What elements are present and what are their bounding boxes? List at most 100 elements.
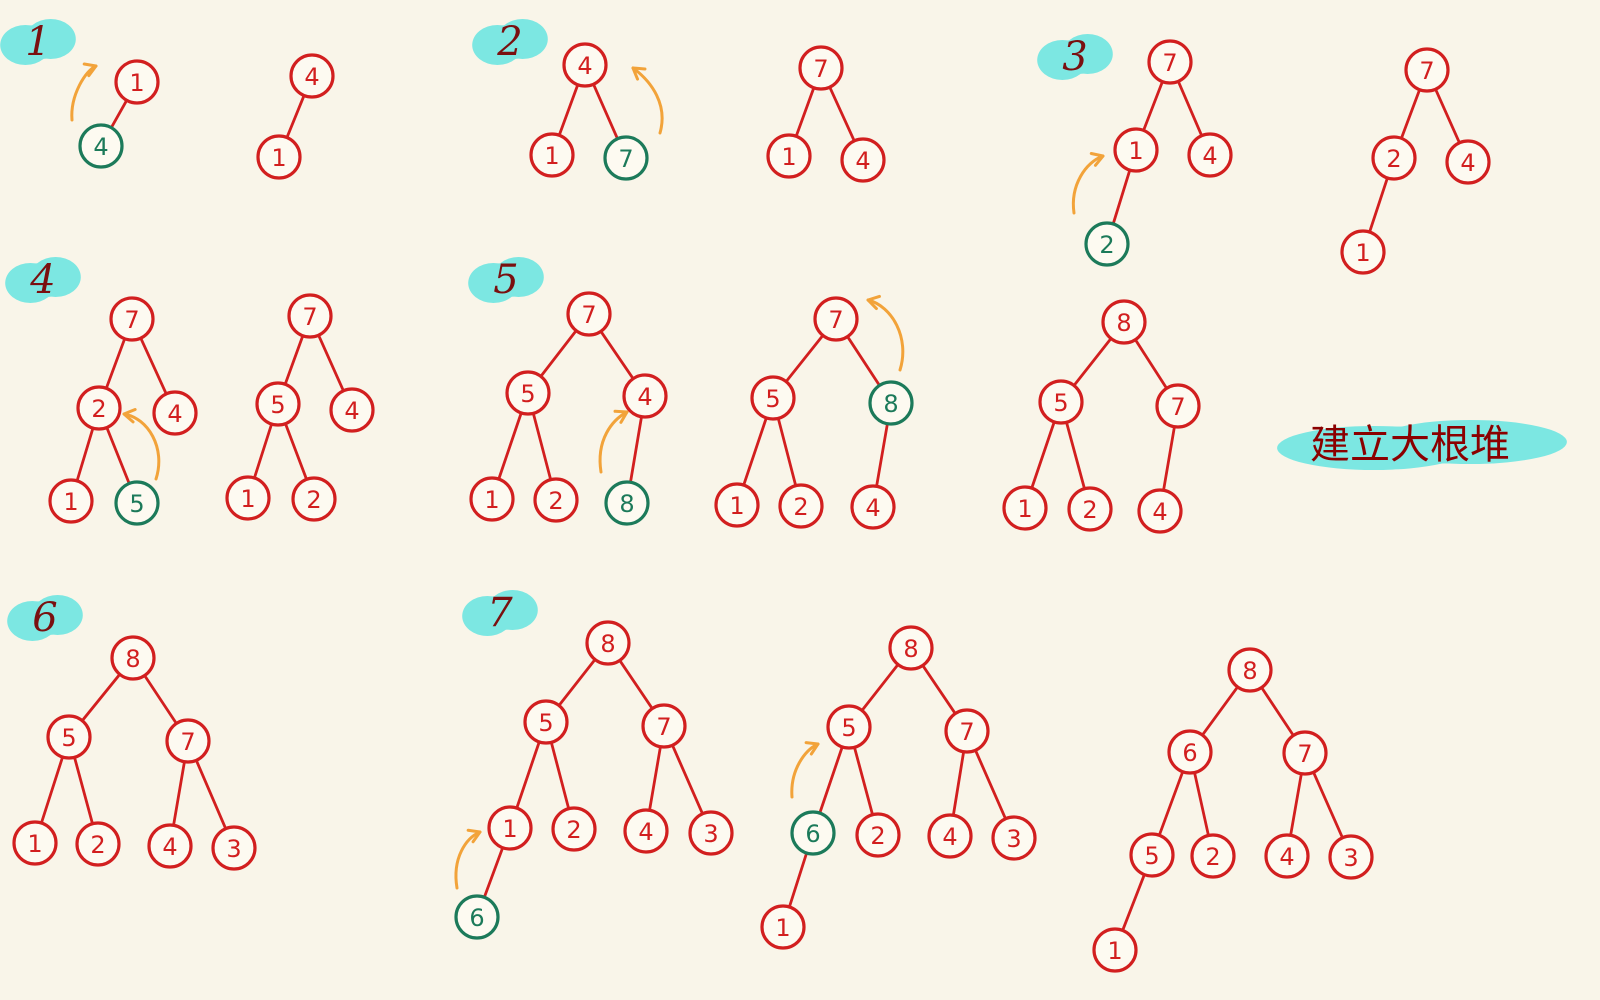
heap-node: 8: [1101, 299, 1147, 345]
svg-text:5: 5: [61, 724, 76, 752]
svg-text:1: 1: [1107, 937, 1122, 965]
tree-edge: [776, 416, 798, 488]
heap-node: 1: [714, 482, 760, 528]
svg-text:4: 4: [942, 823, 957, 851]
svg-text:5: 5: [129, 490, 144, 518]
svg-text:7: 7: [1170, 393, 1185, 421]
step-1-highlight: [0, 19, 76, 65]
heap-node: 1: [766, 133, 812, 179]
heap-node: 2: [76, 385, 122, 431]
svg-text:5: 5: [520, 380, 535, 408]
step-4-label: 4: [29, 257, 55, 303]
tree-edge: [105, 426, 131, 485]
tree-edge: [951, 750, 966, 817]
inserted-heap-node: 6: [790, 810, 836, 856]
tree-edge: [1121, 873, 1146, 932]
heap-node: 4: [927, 813, 973, 859]
tree-edge: [1434, 87, 1461, 145]
heap-node: 4: [289, 53, 335, 99]
arrow-layer: [70, 62, 1105, 890]
heap-node: 3: [1328, 834, 1374, 880]
inserted-heap-node: 8: [604, 480, 650, 526]
heap-node: 7: [109, 296, 155, 342]
svg-text:8: 8: [125, 645, 140, 673]
svg-text:3: 3: [1343, 844, 1358, 872]
heap-node: 4: [1445, 139, 1491, 185]
tree-edge: [860, 663, 900, 712]
svg-text:7: 7: [302, 303, 317, 331]
tree-edge: [828, 85, 856, 143]
svg-text:7: 7: [618, 145, 633, 173]
tree-edge: [252, 422, 274, 480]
svg-text:8: 8: [600, 630, 615, 658]
tree-edge: [875, 422, 889, 488]
tree-edge: [1111, 168, 1132, 226]
heap-node: 5: [826, 704, 872, 750]
inserted-heap-node: 8: [868, 380, 914, 426]
tree-edge: [284, 422, 308, 481]
tree-edge: [194, 758, 228, 831]
tree-edge: [794, 86, 816, 138]
svg-text:7: 7: [180, 728, 195, 756]
svg-text:4: 4: [855, 147, 870, 175]
tree-edge: [75, 426, 95, 483]
heap-node: 4: [840, 137, 886, 183]
inserted-heap-node: 5: [114, 480, 160, 526]
svg-text:7: 7: [959, 718, 974, 746]
tree-edge: [1176, 79, 1204, 138]
heap-node: 2: [1371, 135, 1417, 181]
svg-text:1: 1: [1017, 495, 1032, 523]
svg-text:4: 4: [1279, 843, 1294, 871]
tree-edge: [618, 659, 654, 710]
step-6-highlight: [7, 595, 83, 641]
tree-edge: [671, 743, 704, 816]
tree-edge: [974, 748, 1007, 821]
tree-edge: [557, 658, 597, 707]
heap-node: 2: [1067, 486, 1113, 532]
svg-text:1: 1: [729, 492, 744, 520]
inserted-heap-node: 6: [454, 894, 500, 940]
heap-node: 4: [850, 484, 896, 530]
heap-node: 8: [1227, 647, 1273, 693]
tree-edge: [648, 745, 662, 812]
heap-node: 7: [944, 708, 990, 754]
svg-text:1: 1: [1355, 239, 1370, 267]
heap-node: 5: [1038, 379, 1084, 425]
heap-node: 7: [165, 718, 211, 764]
svg-text:5: 5: [841, 714, 856, 742]
svg-text:5: 5: [538, 709, 553, 737]
svg-text:4: 4: [162, 833, 177, 861]
step-7-highlight: [462, 590, 538, 636]
svg-text:6: 6: [805, 820, 820, 848]
heap-node: 2: [1190, 833, 1236, 879]
heap-node: 1: [1113, 127, 1159, 173]
step-5-label: 5: [493, 257, 518, 303]
tree-edge: [592, 82, 619, 141]
svg-text:4: 4: [344, 397, 359, 425]
svg-text:2: 2: [870, 822, 885, 850]
heap-node: 4: [1264, 833, 1310, 879]
tree-edge: [497, 411, 523, 481]
heap-node: 1: [760, 904, 806, 950]
svg-text:2: 2: [1082, 496, 1097, 524]
svg-text:1: 1: [775, 914, 790, 942]
heap-node: 1: [1340, 229, 1386, 275]
heap-node: 5: [523, 699, 569, 745]
svg-text:6: 6: [1182, 739, 1197, 767]
tree-edge: [482, 846, 505, 899]
heap-node: 1: [256, 134, 302, 180]
heap-node: 7: [1282, 730, 1328, 776]
caption-highlight: [1277, 420, 1567, 470]
arrowhead-icon: [466, 828, 482, 844]
arrowhead-icon: [613, 409, 629, 424]
caption: 建立大根堆: [1310, 422, 1510, 468]
svg-text:7: 7: [124, 306, 139, 334]
step-2-highlight: [472, 19, 548, 65]
heap-node: 1: [1092, 927, 1138, 973]
svg-text:4: 4: [577, 52, 592, 80]
svg-text:7: 7: [1297, 740, 1312, 768]
arrowhead-icon: [631, 66, 647, 81]
svg-text:4: 4: [93, 133, 108, 161]
svg-text:6: 6: [469, 904, 484, 932]
heap-node: 5: [1129, 832, 1175, 878]
